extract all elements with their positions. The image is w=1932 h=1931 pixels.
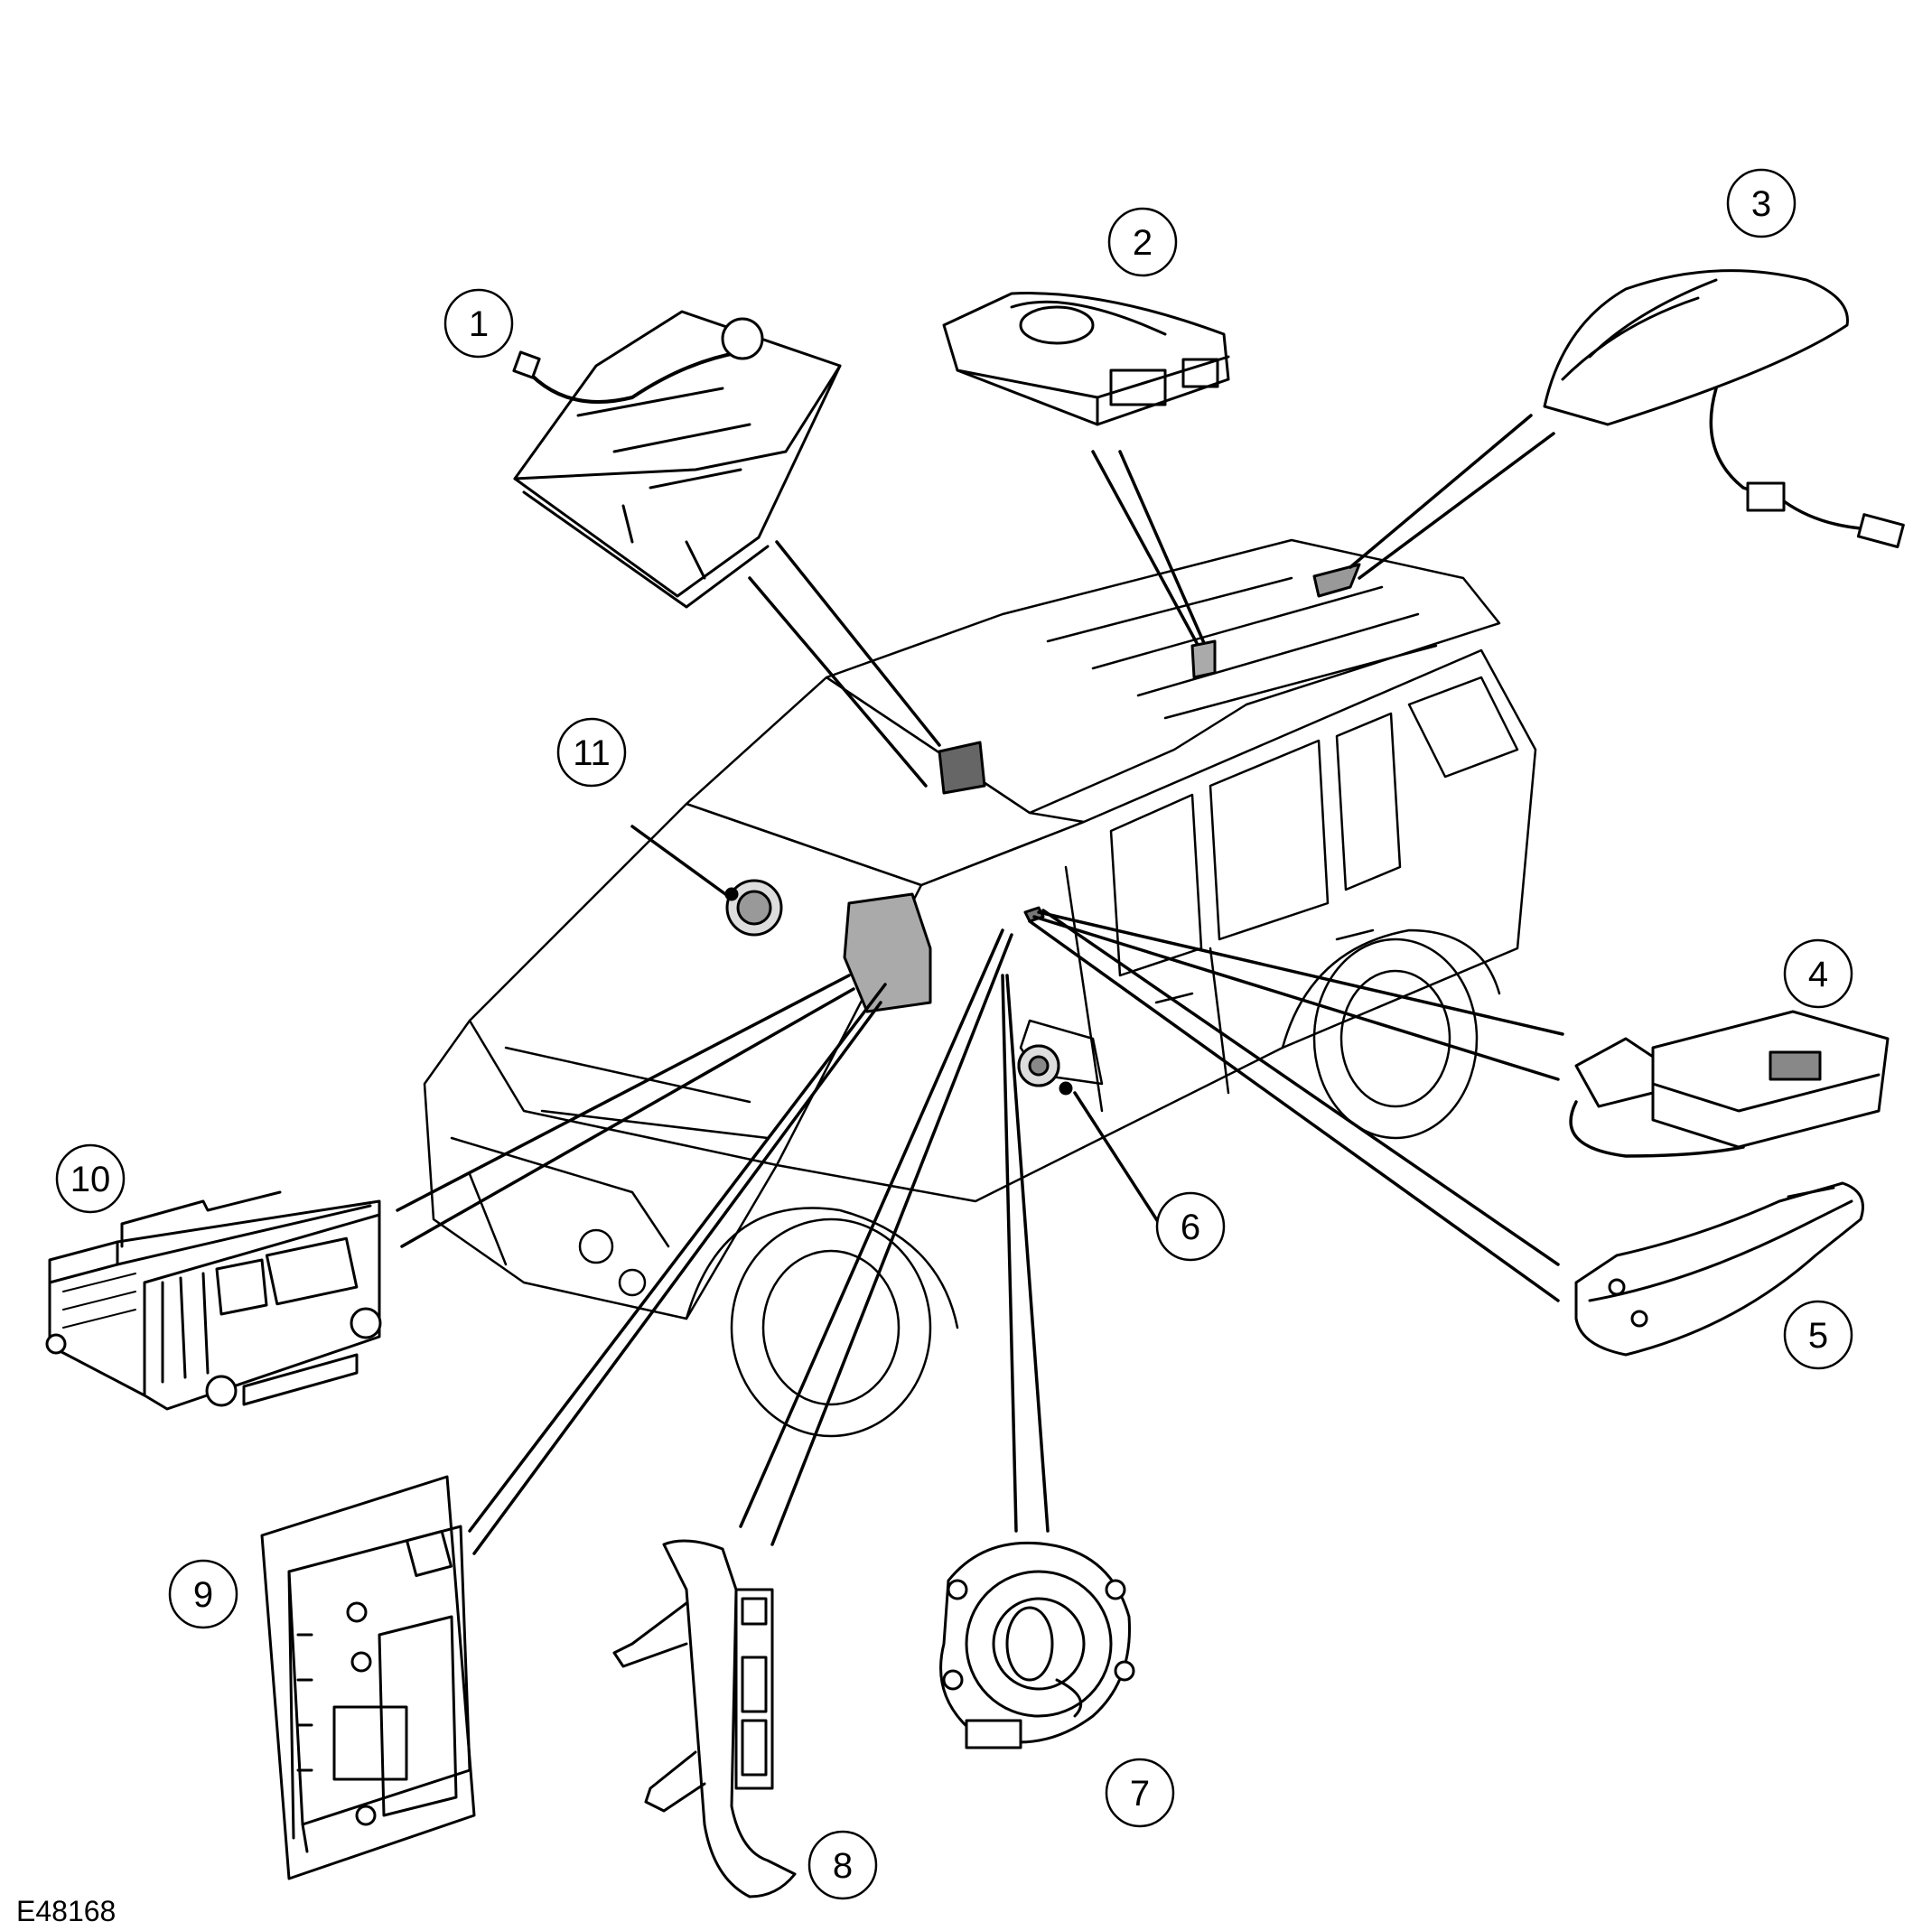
svg-text:3: 3: [1751, 184, 1771, 224]
figure-id: E48168: [16, 1895, 117, 1927]
component-roof-antenna: [1543, 269, 1905, 549]
callout-5: 5: [1783, 1300, 1853, 1370]
leader-lines: [396, 414, 1564, 1555]
callout-4: 4: [1783, 938, 1853, 1009]
callout-9: 9: [168, 1559, 238, 1629]
svg-text:2: 2: [1133, 223, 1153, 263]
component-switch-pack: [612, 1539, 797, 1898]
component-control-module: [260, 1475, 476, 1880]
component-telephone-module: [942, 292, 1230, 426]
vehicle-outline: [423, 538, 1537, 1438]
svg-text:8: 8: [833, 1846, 853, 1886]
svg-text:6: 6: [1181, 1208, 1200, 1247]
svg-text:4: 4: [1808, 955, 1828, 994]
component-door-speaker: [1017, 1044, 1073, 1096]
svg-text:7: 7: [1130, 1774, 1150, 1814]
callout-2: 2: [1107, 207, 1178, 277]
callout-10: 10: [55, 1143, 126, 1214]
component-overhead-console: [512, 310, 842, 609]
svg-text:1: 1: [469, 304, 489, 344]
callout-8: 8: [807, 1830, 878, 1900]
component-dash-speaker: [724, 879, 783, 937]
callout-11: 11: [556, 717, 627, 788]
svg-text:5: 5: [1808, 1316, 1828, 1356]
component-audio-head-unit: [45, 1190, 382, 1411]
callout-3: 3: [1726, 168, 1797, 238]
callout-7: 7: [1105, 1758, 1175, 1828]
component-clockspring: [939, 1541, 1135, 1749]
svg-text:10: 10: [70, 1160, 111, 1199]
callout-balloons: 1 2 3 4 5 6 7 8 9 10 11: [55, 168, 1853, 1900]
callout-1: 1: [443, 288, 514, 359]
svg-text:9: 9: [193, 1575, 213, 1615]
component-phone-cradle: [1574, 1181, 1864, 1357]
callout-6: 6: [1155, 1191, 1226, 1262]
svg-text:11: 11: [573, 733, 611, 773]
component-cradle-base: [1569, 1010, 1890, 1158]
